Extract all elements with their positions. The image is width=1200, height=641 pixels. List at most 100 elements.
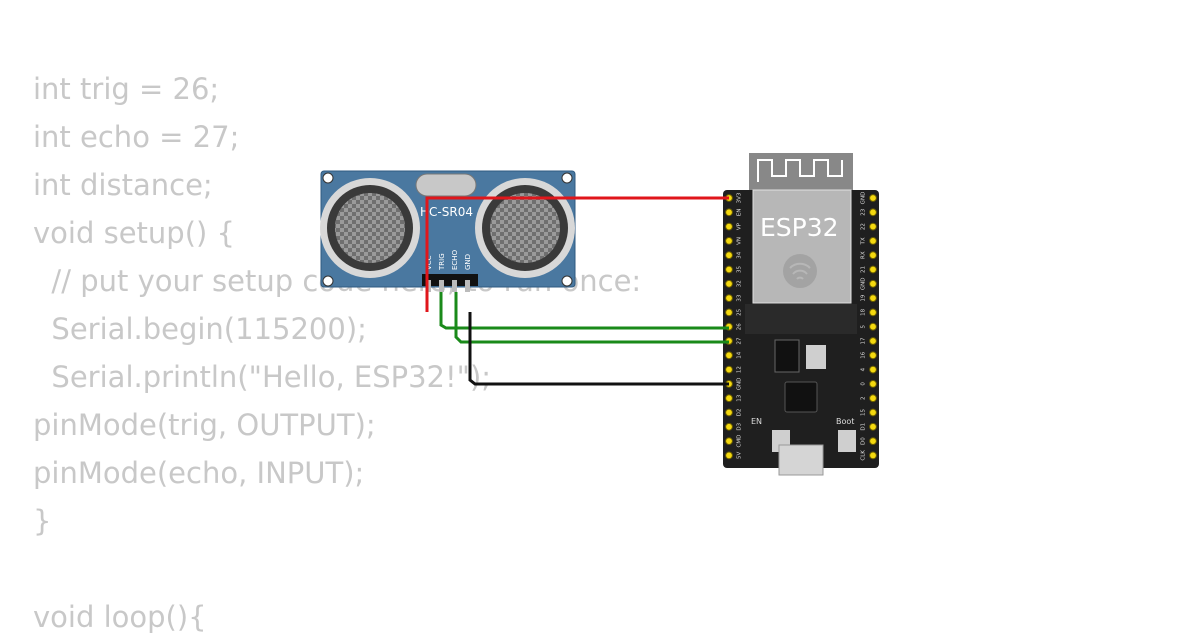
pin-label: CMD — [737, 435, 743, 448]
pin-label: 32 — [737, 280, 743, 287]
pin-label: 18 — [861, 308, 867, 315]
pin-16[interactable] — [869, 351, 877, 360]
pin-label: 33 — [737, 294, 743, 301]
espressif-logo-icon — [783, 254, 817, 288]
pin-clk[interactable] — [869, 451, 877, 460]
code-line: int trig = 26; — [33, 72, 220, 106]
pin-label: 2 — [861, 396, 867, 400]
code-line: void setup() { — [33, 216, 235, 250]
pin-15[interactable] — [869, 408, 877, 417]
transducer-right — [475, 178, 575, 278]
wire-trig[interactable] — [439, 292, 729, 330]
code-line: Serial.begin(115200); — [33, 312, 367, 346]
pin-12[interactable] — [725, 365, 733, 374]
pin-label: 16 — [861, 351, 867, 358]
pin-label: CLK — [861, 450, 867, 461]
pin-23[interactable] — [869, 208, 877, 217]
pin-d1[interactable] — [869, 422, 877, 431]
pin-label: 0 — [861, 382, 867, 386]
hc-sr04-sensor[interactable]: HC-SR04 VCC TRIG ECHO GND — [320, 170, 576, 292]
pin-label: 5 — [861, 324, 867, 328]
sensor-header — [422, 274, 478, 286]
pin-label: 22 — [861, 223, 867, 230]
pin-label: 25 — [737, 308, 743, 315]
pin-vp[interactable] — [725, 222, 733, 231]
pin-tx[interactable] — [869, 237, 877, 245]
voltage-regulator — [806, 345, 826, 369]
code-line: int echo = 27; — [33, 120, 240, 154]
esp32-board[interactable]: ESP32 EN Boot 3V3ENVPVN34353233252627141… — [723, 153, 879, 476]
pin-label: 35 — [737, 266, 743, 273]
pin-label: EN — [737, 209, 743, 217]
pin-label: D3 — [737, 422, 743, 430]
code-line: void loop(){ — [33, 600, 207, 634]
boot-button-label: Boot — [836, 417, 854, 426]
pin-en[interactable] — [725, 208, 733, 217]
pin-label: D2 — [737, 409, 743, 417]
pin-label: 13 — [737, 394, 743, 401]
pin-label: 34 — [737, 251, 743, 258]
pin-label: 5V — [737, 452, 743, 459]
pin-label-vcc: VCC — [425, 255, 433, 270]
pin-14[interactable] — [725, 351, 733, 360]
wire-echo[interactable] — [454, 292, 729, 344]
pin-label: 27 — [737, 337, 743, 344]
board-label: ESP32 — [760, 213, 839, 242]
pin-d0[interactable] — [869, 437, 877, 446]
pin-label: 17 — [861, 337, 867, 344]
pin-label: D0 — [861, 437, 867, 445]
code-line: pinMode(trig, OUTPUT); — [33, 408, 376, 442]
pin-32[interactable] — [725, 279, 733, 288]
pin-2[interactable] — [869, 394, 877, 403]
antenna-trace-icon — [757, 159, 843, 182]
pin-label: GND — [861, 192, 867, 205]
pin-33[interactable] — [725, 294, 733, 303]
pin-d2[interactable] — [725, 408, 733, 417]
mounting-hole — [322, 172, 334, 184]
pin-rx[interactable] — [869, 251, 877, 260]
boot-button[interactable] — [838, 430, 856, 452]
pin-18[interactable] — [869, 308, 877, 317]
pin-4[interactable] — [869, 365, 877, 374]
pin-vn[interactable] — [725, 237, 733, 245]
pin-22[interactable] — [869, 222, 877, 231]
pin-13[interactable] — [725, 394, 733, 403]
pin-label: RX — [861, 251, 867, 259]
code-editor[interactable]: int trig = 26;int echo = 27;int distance… — [33, 65, 641, 641]
pin-gnd[interactable] — [869, 279, 877, 288]
pin-label-gnd: GND — [464, 254, 472, 270]
pin-35[interactable] — [725, 265, 733, 274]
pin-d3[interactable] — [725, 422, 733, 431]
pin-5[interactable] — [869, 322, 877, 331]
mounting-hole — [561, 172, 573, 184]
pin-gnd[interactable] — [869, 194, 877, 202]
pin-label: 14 — [737, 351, 743, 358]
pin-label: GND — [861, 277, 867, 290]
wire-vcc[interactable] — [425, 196, 729, 312]
mounting-hole — [561, 275, 573, 287]
wire-gnd[interactable] — [468, 312, 729, 386]
pin-label-trig: TRIG — [438, 253, 446, 271]
code-line: pinMode(echo, INPUT); — [33, 456, 365, 490]
pin-label: 12 — [737, 366, 743, 373]
code-line: Serial.println("Hello, ESP32!"); — [33, 360, 492, 394]
pin-cmd[interactable] — [725, 437, 733, 446]
pin-5v[interactable] — [725, 451, 733, 460]
left-pin-header: 3V3ENVPVN343532332526271412GND13D2D3CMD5… — [725, 192, 743, 460]
pin-19[interactable] — [869, 294, 877, 303]
pin-label-echo: ECHO — [451, 249, 459, 270]
micro-usb-port[interactable] — [778, 444, 824, 476]
pin-0[interactable] — [869, 380, 877, 388]
pin-17[interactable] — [869, 337, 877, 345]
pin-label: 3V3 — [737, 192, 743, 203]
pin-label: TX — [861, 237, 867, 245]
mounting-hole — [322, 275, 334, 287]
pin-label: 19 — [861, 294, 867, 301]
pin-21[interactable] — [869, 265, 877, 274]
pin-25[interactable] — [725, 308, 733, 317]
pin-label: 21 — [861, 266, 867, 273]
pin-34[interactable] — [725, 251, 733, 260]
transducer-left — [320, 178, 420, 278]
sensor-label: HC-SR04 — [420, 205, 473, 219]
